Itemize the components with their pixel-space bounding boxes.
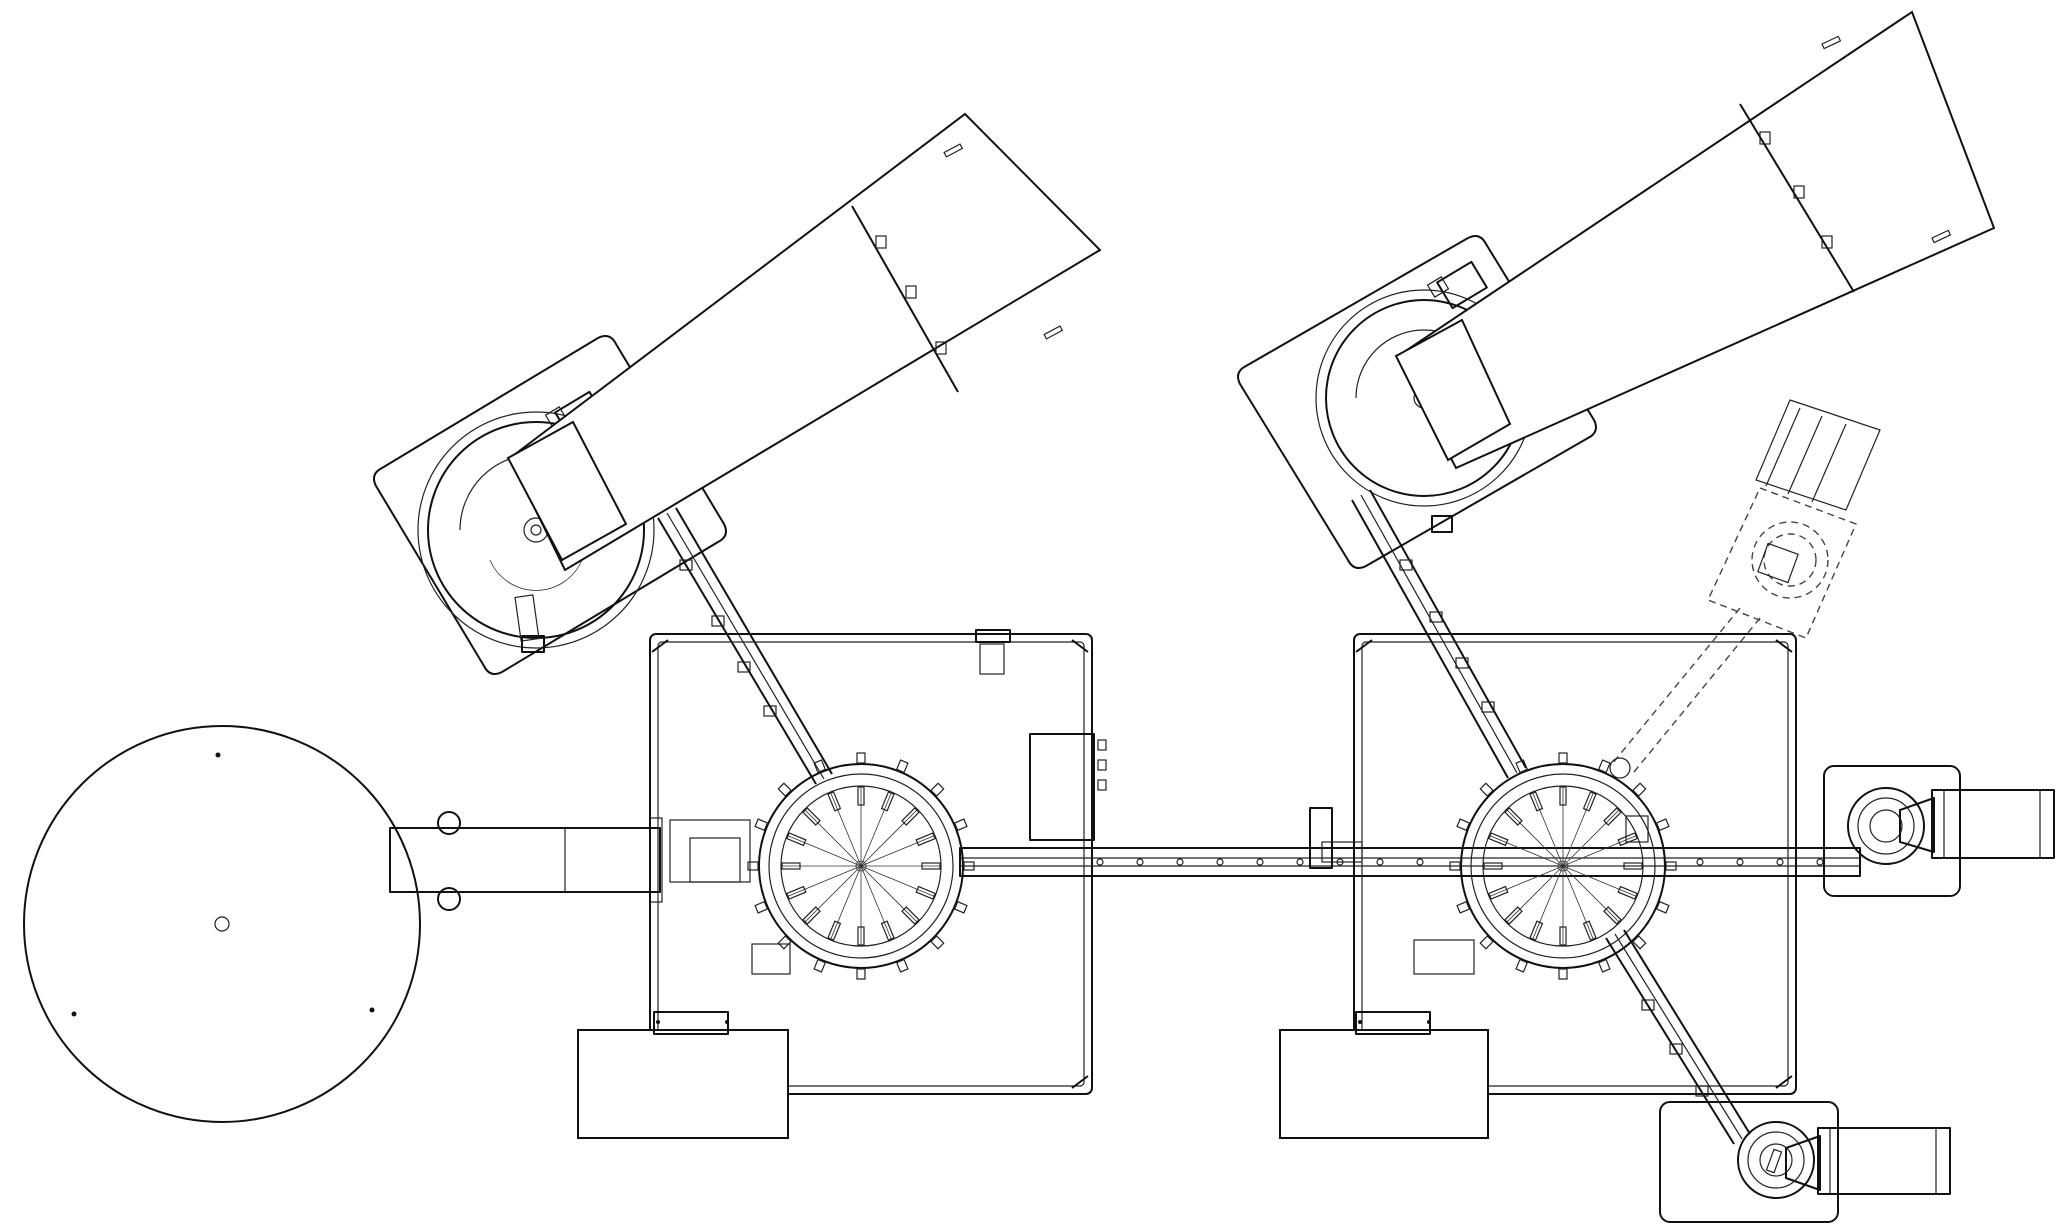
star-pocket <box>1559 926 1567 946</box>
conveyor-bolt <box>1416 858 1424 866</box>
conveyor-bolt <box>1096 858 1104 866</box>
station-b-hopper <box>1394 10 1996 470</box>
star-guide-block <box>1456 818 1471 832</box>
conveyor-bolt <box>1376 858 1384 866</box>
star-pocket <box>1483 862 1503 870</box>
station-b-optional-feeder-dashed <box>1609 399 1881 779</box>
star-pocket <box>1529 791 1544 812</box>
star-guide-block <box>1632 782 1647 797</box>
star-pocket <box>786 885 807 900</box>
star-pocket <box>1582 920 1597 941</box>
station-b-rotary-star <box>1449 752 1677 980</box>
transfer-conveyor <box>959 807 1861 877</box>
star-pocket <box>915 885 936 900</box>
station-a-frame <box>577 629 1107 1139</box>
star-pocket <box>880 791 895 812</box>
star-pocket <box>1623 862 1643 870</box>
star-guide-block <box>1655 818 1670 832</box>
station-a-chute <box>657 507 833 785</box>
star-pocket <box>915 832 936 847</box>
star-guide-block <box>777 935 792 950</box>
star-pocket <box>901 906 920 925</box>
star-pocket <box>857 926 865 946</box>
star-pocket <box>1582 791 1597 812</box>
star-pocket <box>880 920 895 941</box>
star-guide-block <box>1632 935 1647 950</box>
star-guide-block <box>1479 782 1494 797</box>
star-pocket <box>781 862 801 870</box>
conveyor-bolt <box>1136 858 1144 866</box>
star-pocket <box>802 906 821 925</box>
star-guide-block <box>754 900 769 914</box>
station-b-discharge-chute <box>1605 929 1751 1145</box>
star-pocket <box>827 791 842 812</box>
star-pocket <box>921 862 941 870</box>
star-guide-block <box>1456 900 1471 914</box>
conveyor-bolt <box>1216 858 1224 866</box>
star-pocket <box>1504 906 1523 925</box>
station-b-frame <box>1279 633 1797 1139</box>
star-pocket <box>786 832 807 847</box>
infeed-turntable <box>23 725 421 1123</box>
conveyor-bolt <box>1256 858 1264 866</box>
star-guide-block <box>777 782 792 797</box>
station-b-chute <box>1351 489 1527 779</box>
star-pocket <box>1488 885 1509 900</box>
conveyor-bolt <box>1736 858 1744 866</box>
star-pocket <box>901 807 920 826</box>
star-guide-block <box>1479 935 1494 950</box>
star-guide-block <box>930 935 945 950</box>
conveyor-bolt <box>1296 858 1304 866</box>
star-guide-block <box>1558 968 1568 980</box>
star-guide-block <box>1597 759 1611 774</box>
star-pocket <box>1617 832 1638 847</box>
star-guide-block <box>856 752 866 764</box>
conveyor-bolt <box>1776 858 1784 866</box>
star-pocket <box>1603 906 1622 925</box>
star-guide-block <box>1665 861 1677 871</box>
station-a-bowl-feeder <box>373 335 727 675</box>
star-guide-block <box>1597 958 1611 973</box>
star-pocket <box>802 807 821 826</box>
star-guide-block <box>747 861 759 871</box>
star-pocket <box>1617 885 1638 900</box>
outfeed-capper-right <box>1823 765 2055 897</box>
star-guide-block <box>930 782 945 797</box>
star-pocket <box>1504 807 1523 826</box>
star-guide-block <box>953 900 968 914</box>
star-guide-block <box>1558 752 1568 764</box>
star-pocket <box>1529 920 1544 941</box>
star-pocket <box>1559 786 1567 806</box>
star-guide-block <box>856 968 866 980</box>
star-pocket <box>1488 832 1509 847</box>
star-guide-block <box>813 958 827 973</box>
star-guide-block <box>953 818 968 832</box>
conveyor-bolt <box>1696 858 1704 866</box>
star-guide-block <box>1515 759 1529 774</box>
star-pocket <box>857 786 865 806</box>
conveyor-bolt <box>1176 858 1184 866</box>
conveyor-bolt <box>1816 858 1824 866</box>
star-guide-block <box>895 759 909 774</box>
station-a-rotary-star <box>747 752 975 980</box>
station-a-hopper <box>506 112 1102 572</box>
star-pocket <box>827 920 842 941</box>
star-guide-block <box>813 759 827 774</box>
star-guide-block <box>1655 900 1670 914</box>
outfeed-capper-bottom <box>1659 1101 1951 1223</box>
star-pocket <box>1603 807 1622 826</box>
star-guide-block <box>895 958 909 973</box>
star-guide-block <box>1449 861 1461 871</box>
star-outer-ring <box>1460 763 1666 969</box>
station-b-bowl-feeder <box>1237 235 1597 569</box>
conveyor-bolt <box>1336 858 1344 866</box>
star-guide-block <box>754 818 769 832</box>
infeed-conveyor <box>389 811 663 911</box>
star-guide-block <box>1515 958 1529 973</box>
